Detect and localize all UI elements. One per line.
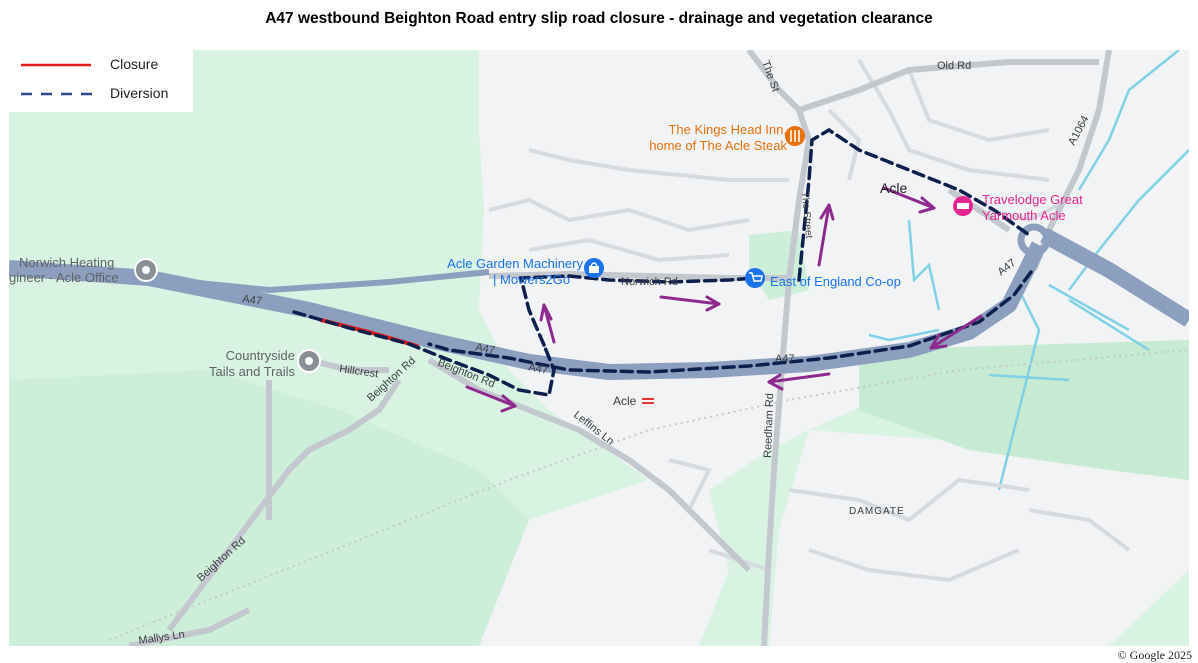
green-east-fields (859, 340, 1189, 480)
road-label-the-street: The Street (799, 191, 814, 239)
road-label-a47: A47 (242, 293, 263, 308)
place-label-acle: Acle (880, 180, 907, 196)
closure-line-swatch (21, 63, 91, 67)
hotel-icon[interactable] (953, 196, 973, 216)
place-label-damgate: DAMGATE (849, 506, 905, 517)
town-area-east (769, 430, 1189, 646)
poi-label-travelodge[interactable]: Travelodge Great (982, 192, 1083, 207)
diversion-line-swatch (21, 92, 99, 96)
poi-label-countryside[interactable]: Countryside (226, 348, 295, 363)
restaurant-icon[interactable] (785, 126, 805, 146)
diversion-route (292, 127, 1033, 398)
road-label-a47: A47 (775, 353, 795, 365)
road-label-reedham-rd: Reedham Rd (762, 393, 776, 458)
legend-closure-label: Closure (110, 56, 159, 72)
poi-label-countryside[interactable]: Tails and Trails (209, 364, 295, 379)
legend-diversion-label: Diversion (110, 85, 169, 101)
a47-slip-road (148, 269, 490, 294)
road-label-a47: A47 (527, 361, 549, 377)
poi-label-kings-head[interactable]: home of The Acle Steak (649, 138, 787, 153)
road-label-mallys-ln: Mallys Ln (138, 629, 186, 646)
poi-label-norwich-heating[interactable]: Norwich Heating (19, 255, 114, 270)
road-label-old-rd: Old Rd (937, 60, 971, 72)
copyright-notice: © Google 2025 (1117, 648, 1192, 662)
map-title: A47 westbound Beighton Road entry slip r… (265, 10, 933, 27)
minor-streets (488, 58, 1131, 583)
direction-arrows (465, 186, 983, 413)
poi-label-norwich-heating[interactable]: gineer - Acle Office (9, 270, 119, 285)
poi-label-garden-machinery[interactable]: | Mowers2Go (493, 272, 570, 287)
legend-diversion: Diversion (9, 83, 193, 105)
railway-line (108, 349, 1189, 641)
map-pin-icon[interactable] (297, 349, 321, 373)
map-canvas[interactable]: A47 A47 A47 A47 A47 A1064 Old Rd The St … (9, 50, 1189, 646)
legend-closure: Closure (9, 54, 193, 76)
a47-road-east (1040, 227, 1189, 327)
shopping-cart-icon[interactable] (745, 268, 765, 288)
railway-station-icon (642, 398, 654, 404)
poi-label-garden-machinery[interactable]: Acle Garden Machinery (447, 256, 583, 271)
poi-label-travelodge[interactable]: Yarmouth Acle (982, 208, 1066, 223)
road-label-hillcrest: Hillcrest (339, 363, 379, 380)
road-label-norwich-rd: Norwich Rd (621, 276, 678, 288)
road-label-a47: A47 (474, 341, 496, 357)
poi-label-coop[interactable]: East of England Co-op (770, 274, 901, 289)
map-legend: Closure Diversion (9, 50, 193, 112)
shopping-icon[interactable] (584, 258, 604, 278)
waterways (868, 50, 1189, 491)
station-label-acle: Acle (613, 394, 637, 408)
map-svg: A47 A47 A47 A47 A47 A1064 Old Rd The St … (9, 50, 1189, 646)
town-area (479, 50, 1189, 646)
map-pin-icon[interactable] (134, 258, 158, 282)
poi-label-kings-head[interactable]: The Kings Head Inn, (668, 122, 787, 137)
roundabout (1017, 223, 1051, 257)
